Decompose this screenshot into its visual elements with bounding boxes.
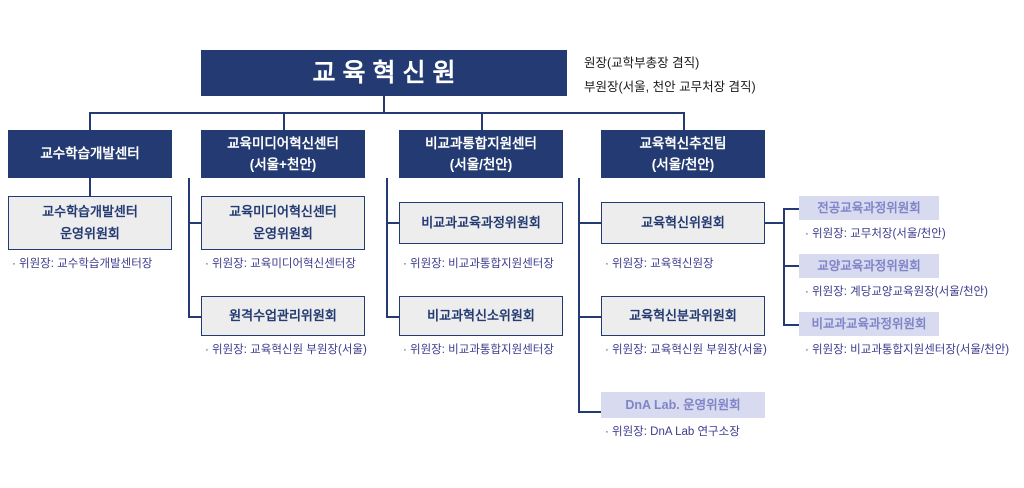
committee-title-line1: 교육혁신위원회	[641, 214, 725, 230]
connector-col2-branch-2	[188, 316, 203, 318]
connector-col4-branch-3	[578, 411, 601, 413]
committee-chair-note: · 위원장: 교수학습개발센터장	[12, 258, 153, 270]
committee-chair-note: · 위원장: 교육혁신원 부원장(서울)	[205, 344, 367, 356]
connector-col4-branch-1	[578, 222, 601, 224]
connector-root-stem	[383, 96, 385, 113]
department-name: 교육미디어혁신센터	[227, 136, 339, 152]
lavender-node-dna-lab-steering[interactable]: DnA Lab. 운영위원회	[601, 392, 765, 418]
committee-node-media-innovation-steering[interactable]: 교육미디어혁신센터 운영위원회	[201, 196, 365, 250]
lavender-node-extracurricular-curriculum-committee[interactable]: 비교과교육과정위원회	[799, 312, 939, 336]
dna-lab-chair-note: · 위원장: DnA Lab 연구소장	[605, 426, 740, 438]
committee-title-line1: 교수학습개발센터	[42, 203, 138, 219]
connector-department-bus	[89, 112, 684, 114]
lavender-label: 전공교육과정위원회	[817, 201, 921, 215]
lavender-chair-note: · 위원장: 비교과통합지원센터장(서울/천안)	[805, 344, 1010, 356]
committee-chair-note: · 위원장: 비교과통합지원센터장	[403, 258, 554, 270]
committee-title-line2: 운영위원회	[253, 225, 313, 241]
lavender-node-liberal-arts-curriculum-committee[interactable]: 교양교육과정위원회	[799, 254, 939, 278]
department-node-teaching-learning-center[interactable]: 교수학습개발센터	[8, 130, 172, 178]
connector-drop-dept-3	[481, 112, 483, 130]
connector-lav-branch-1	[783, 208, 800, 210]
connector-col3-branch-1	[386, 222, 401, 224]
department-campus: (서울/천안)	[651, 156, 715, 172]
committee-chair-note: · 위원장: 교육혁신원 부원장(서울)	[605, 344, 767, 356]
committee-node-remote-class-management[interactable]: 원격수업관리위원회	[201, 296, 365, 336]
committee-title-line1: 교육미디어혁신센터	[229, 203, 337, 219]
lavender-chair-note: · 위원장: 계당교양교육원장(서울/천안)	[805, 286, 988, 298]
committee-title-line1: 비교과교육과정위원회	[421, 214, 541, 230]
connector-drop-dept-1	[89, 112, 91, 130]
committee-chair-note: · 위원장: 비교과통합지원센터장	[403, 344, 554, 356]
department-name: 교육혁신추진팀	[639, 136, 727, 152]
committee-node-education-innovation-subdivision[interactable]: 교육혁신분과위원회	[601, 296, 765, 336]
connector-col2-spine	[188, 178, 190, 318]
committee-title-line1: 교육혁신분과위원회	[629, 307, 737, 323]
connector-lav-spine	[783, 208, 785, 326]
lavender-chair-note: · 위원장: 교무처장(서울/천안)	[805, 228, 946, 240]
committee-node-education-innovation[interactable]: 교육혁신위원회	[601, 202, 765, 244]
department-node-media-innovation-center[interactable]: 교육미디어혁신센터 (서울+천안)	[201, 130, 365, 178]
committee-title-line2: 운영위원회	[60, 225, 120, 241]
connector-col3-spine	[386, 178, 388, 318]
department-campus: (서울+천안)	[249, 156, 317, 172]
connector-lav-branch-2	[783, 265, 800, 267]
department-name: 교수학습개발센터	[40, 146, 140, 162]
department-node-innovation-promotion-team[interactable]: 교육혁신추진팀 (서울/천안)	[601, 130, 765, 178]
lavender-label: 비교과교육과정위원회	[811, 317, 927, 331]
connector-drop-dept-2	[283, 112, 285, 130]
committee-title-line1: 원격수업관리위원회	[229, 307, 337, 323]
connector-col2-branch-1	[188, 222, 203, 224]
connector-col4-spine	[578, 178, 580, 412]
committee-chair-note: · 위원장: 교육미디어혁신센터장	[205, 258, 356, 270]
root-label: 교육혁신원	[312, 59, 463, 87]
connector-col1-drop	[89, 178, 91, 196]
connector-drop-dept-4	[683, 112, 685, 130]
committee-title-line1: 비교과혁신소위원회	[427, 307, 535, 323]
department-node-extracurricular-support-center[interactable]: 비교과통합지원센터 (서울/천안)	[399, 130, 563, 178]
lavender-label: 교양교육과정위원회	[817, 259, 921, 273]
department-name: 비교과통합지원센터	[425, 136, 537, 152]
connector-col3-branch-2	[386, 316, 401, 318]
committee-node-extracurricular-curriculum[interactable]: 비교과교육과정위원회	[399, 202, 563, 244]
connector-lav-branch-3	[783, 324, 800, 326]
annotation-director: 원장(교학부총장 겸직)	[584, 56, 700, 70]
lavender-node-major-curriculum-committee[interactable]: 전공교육과정위원회	[799, 196, 939, 220]
connector-col4-branch-2	[578, 316, 601, 318]
connector-lav-stem	[765, 222, 784, 224]
department-campus: (서울/천안)	[449, 156, 513, 172]
committee-node-teaching-learning-steering[interactable]: 교수학습개발센터 운영위원회	[8, 196, 172, 250]
annotation-deputy-director: 부원장(서울, 천안 교무처장 겸직)	[584, 80, 756, 94]
lavender-label: DnA Lab. 운영위원회	[625, 398, 741, 412]
committee-chair-note: · 위원장: 교육혁신원장	[605, 258, 714, 270]
root-node-education-innovation-institute[interactable]: 교육혁신원	[201, 50, 567, 96]
committee-node-extracurricular-innovation-sub[interactable]: 비교과혁신소위원회	[399, 296, 563, 336]
